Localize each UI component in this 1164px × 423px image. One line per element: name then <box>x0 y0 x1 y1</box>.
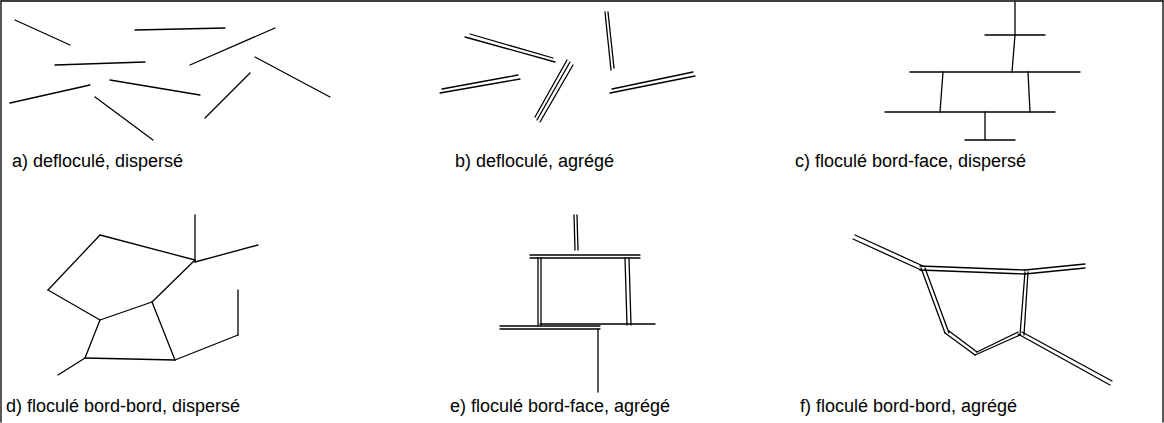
panel-caption: f) floculé bord-bord, agrégé <box>800 396 1017 418</box>
panel-caption: b) defloculé, agrégé <box>455 151 614 173</box>
panel-caption: c) floculé bord-face, dispersé <box>795 151 1026 173</box>
edge-face-dispersed <box>885 2 1080 140</box>
panel-caption: d) floculé bord-bord, dispersé <box>6 396 240 418</box>
panel-caption: a) defloculé, dispersé <box>12 151 183 173</box>
aggregated-platelets <box>440 12 695 122</box>
edge-edge-dispersed <box>48 215 258 375</box>
edge-face-aggregated <box>500 215 655 392</box>
edge-edge-aggregated <box>853 235 1112 385</box>
dispersed-platelets <box>10 20 330 140</box>
panel-caption: e) floculé bord-face, agrégé <box>450 396 670 418</box>
